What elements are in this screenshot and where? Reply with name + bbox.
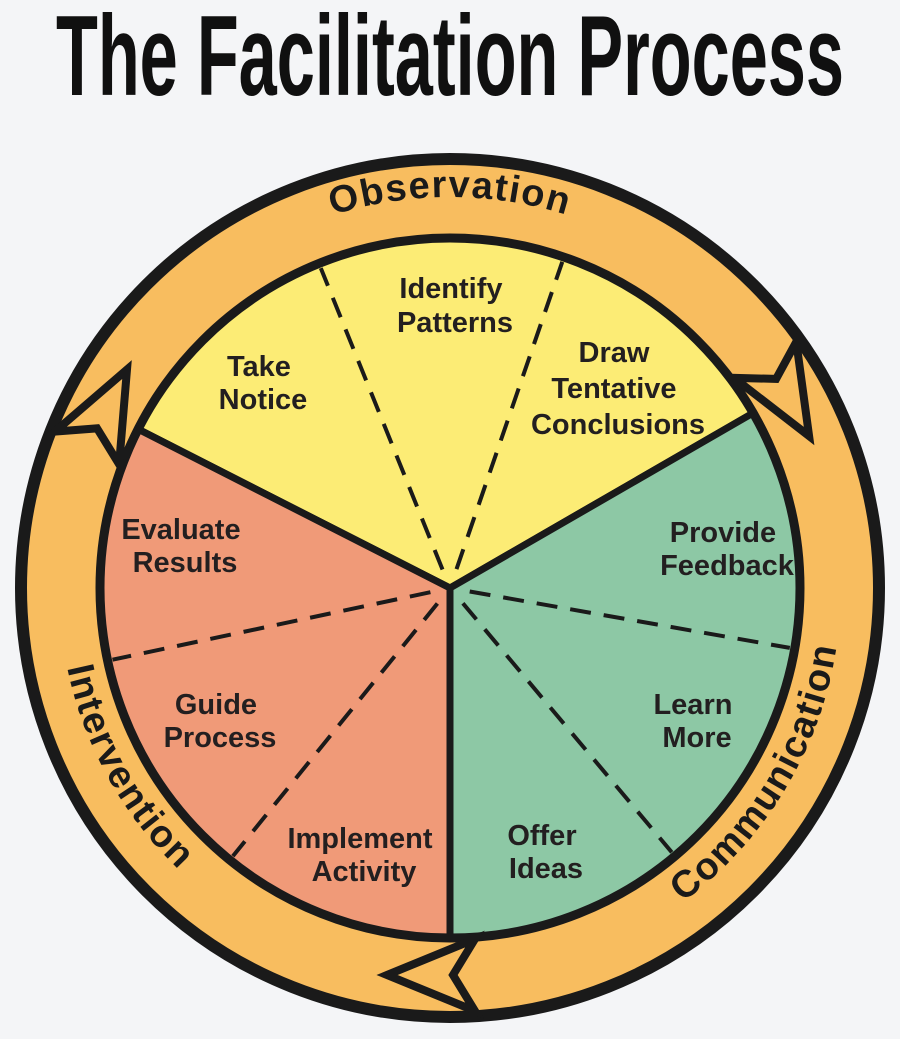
segment-divider-dashed (454, 261, 565, 570)
segment-divider-dashed (112, 590, 431, 662)
segment-divider-dashed (461, 602, 674, 854)
segment-divider-dashed (318, 267, 445, 571)
segment-label-identify-patterns: Identify Patterns (397, 273, 513, 339)
segment-label-learn-more: Learn More (653, 689, 740, 754)
segment-divider-dashed (231, 602, 439, 858)
clockwise-arrow-intervention-to-observation (43, 360, 132, 477)
segment-label-provide-feedback: Provide Feedback (660, 517, 795, 582)
inner-circle-border (95, 233, 805, 943)
segment-label-guide-process: Guide Process (164, 689, 277, 754)
segment-label-take-notice: Take Notice (219, 351, 308, 416)
segment-divider-dashed (469, 589, 791, 650)
clockwise-arrow-communication-to-intervention (376, 930, 485, 1020)
segment-label-evaluate-results: Evaluate Results (121, 514, 248, 579)
segment-label-draw-tentative-conclusions: Draw Tentative Conclusions (531, 337, 705, 441)
clockwise-arrow-observation-to-communication (721, 329, 815, 446)
segment-label-offer-ideas: Offer Ideas (507, 820, 584, 885)
page-title: The Facilitation Process (56, 0, 844, 120)
segment-label-implement-activity: Implement Activity (287, 823, 440, 888)
